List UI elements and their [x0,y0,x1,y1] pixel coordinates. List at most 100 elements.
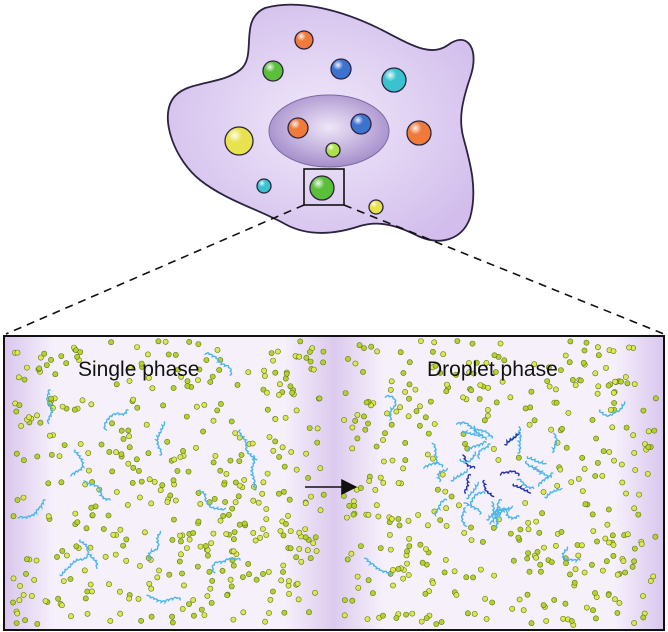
particle [575,552,582,559]
particle [108,339,114,346]
particle [280,562,287,569]
particle [453,592,460,598]
particle [423,615,430,621]
polymer-chain [516,478,535,490]
particle [365,511,372,518]
particle [23,364,30,371]
particle [180,447,186,454]
polymer-chain [492,507,510,519]
polymer-chain [512,483,532,494]
particle [102,553,109,560]
particle [595,383,602,390]
particle [354,435,361,442]
particle [160,402,166,409]
particle [375,513,382,520]
particle [583,339,590,346]
particle [317,465,324,472]
particle [288,449,295,455]
particle [13,450,20,457]
particle [13,408,20,415]
particle [622,569,628,576]
particle [164,438,171,445]
polymer-chain [499,470,520,477]
particle [389,457,396,464]
particle [349,445,356,452]
particle [34,621,41,627]
particle [636,491,642,498]
particle [365,420,371,427]
particle [21,376,28,383]
particle [227,457,234,464]
polymer-chain [211,557,241,574]
particle [537,561,544,568]
particle [612,378,618,385]
particle [609,532,616,539]
particle [73,543,80,550]
particle [228,583,235,590]
particle [525,550,531,556]
organelle [381,67,407,93]
particle [364,616,371,622]
particle [630,432,637,439]
particle [231,529,238,535]
polymer-chain [435,467,449,483]
particle [571,579,578,586]
particle [68,613,74,620]
particle [314,425,321,432]
particle [609,424,616,431]
particle [310,540,317,546]
droplet-phase-label: Droplet phase [427,358,558,381]
particle [180,582,187,589]
polymer-chain [496,498,502,519]
particle [250,530,257,536]
particle [298,558,305,565]
particle [380,479,387,486]
particle [143,421,150,428]
particle [266,434,273,440]
particle [388,421,395,428]
particle [387,546,394,553]
particle [611,457,617,464]
particle [83,525,90,532]
particle [16,402,23,409]
polymer-chain [504,432,521,446]
particle [567,571,573,578]
particle [340,493,347,499]
particle [88,401,95,408]
particle [124,501,131,508]
particle [109,420,115,427]
particle [443,388,450,395]
polymer-chain [59,554,88,577]
cell [167,3,475,242]
particle [106,581,112,588]
particle [465,360,472,366]
particle [249,440,256,447]
particle [540,489,547,495]
particle [572,382,579,389]
zoom-panel [3,335,665,631]
polymer-chain [598,401,626,417]
particle [306,425,313,431]
particle [368,343,375,350]
particle [10,575,17,582]
particle [632,467,639,473]
particle [295,596,302,603]
particle [263,506,270,512]
particle [223,531,230,537]
particle [268,350,275,356]
particle [281,463,288,470]
polymer-chain [460,507,468,527]
particle [595,344,601,351]
polymer-chain [516,433,522,454]
particle [477,566,484,573]
particle [280,569,286,575]
particle [82,595,89,602]
particle [626,344,632,351]
particle [307,555,314,562]
particle [229,505,236,512]
particle [110,531,117,538]
particle [579,542,585,549]
particle [443,505,449,512]
particle [165,351,172,358]
particle [306,349,313,355]
